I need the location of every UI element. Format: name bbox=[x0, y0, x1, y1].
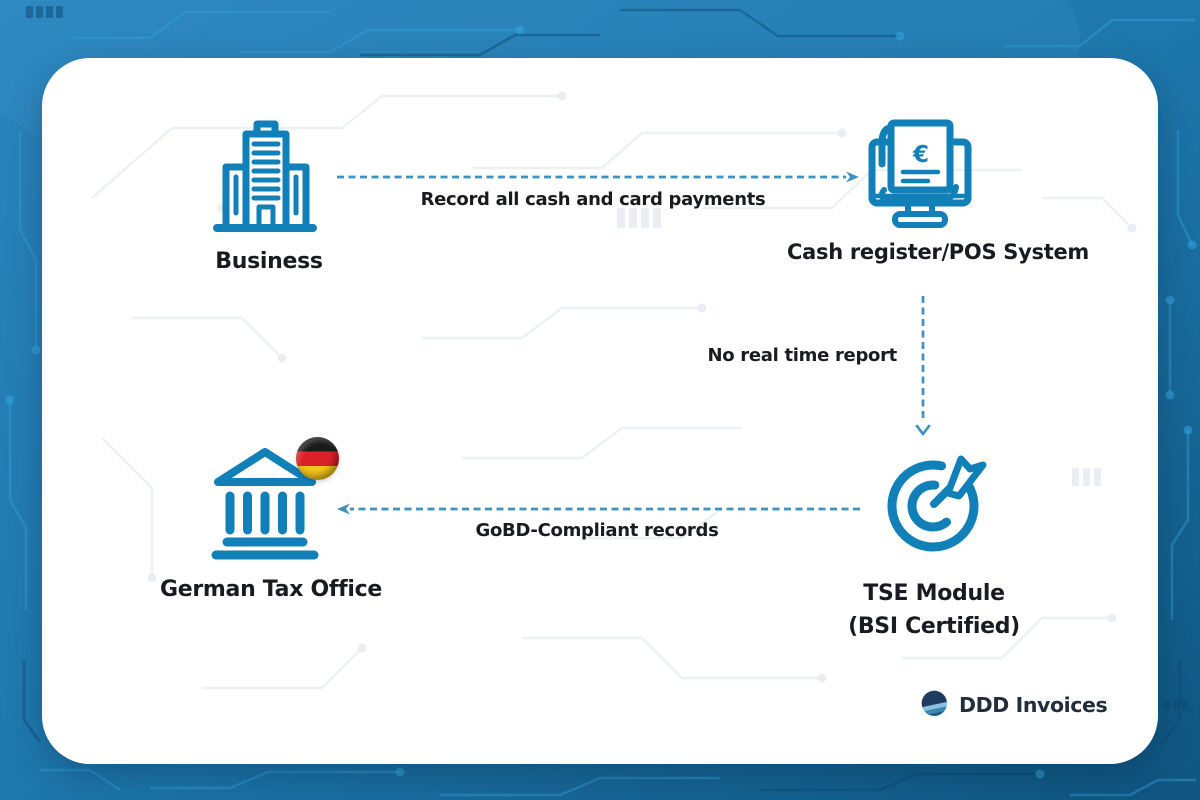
diagram-card bbox=[42, 58, 1158, 764]
building-icon bbox=[213, 120, 317, 232]
circuit-traces bbox=[5, 6, 1197, 797]
pos-system-label: Cash register/POS System bbox=[787, 240, 1089, 264]
tse-module-label: TSE Module (BSI Certified) bbox=[809, 577, 1059, 643]
arrow-record-payments bbox=[337, 171, 859, 183]
card-circuit-pattern bbox=[91, 91, 1137, 690]
record-payments-label: Record all cash and card payments bbox=[420, 189, 766, 210]
tax-office-label: German Tax Office bbox=[159, 577, 383, 602]
arrow-no-realtime bbox=[915, 296, 931, 436]
ddd-invoices-logo-icon bbox=[920, 690, 950, 718]
arrow-gobd-records bbox=[337, 503, 860, 515]
tse-module-label-line1: TSE Module bbox=[863, 581, 1005, 606]
ddd-invoices-logo-text: DDD Invoices bbox=[959, 693, 1108, 717]
monitor-receipt-icon: € bbox=[868, 119, 972, 228]
tse-module-label-line2: (BSI Certified) bbox=[848, 614, 1020, 639]
target-dart-icon bbox=[887, 455, 987, 552]
gobd-records-label: GoBD-Compliant records bbox=[475, 520, 719, 541]
no-realtime-label: No real time report bbox=[707, 345, 898, 366]
svg-text:€: € bbox=[912, 142, 929, 168]
german-flag-badge bbox=[296, 437, 339, 480]
business-label: Business bbox=[215, 249, 323, 274]
ddd-invoices-logo: DDD Invoices bbox=[920, 690, 1108, 718]
bank-icon bbox=[211, 448, 319, 560]
